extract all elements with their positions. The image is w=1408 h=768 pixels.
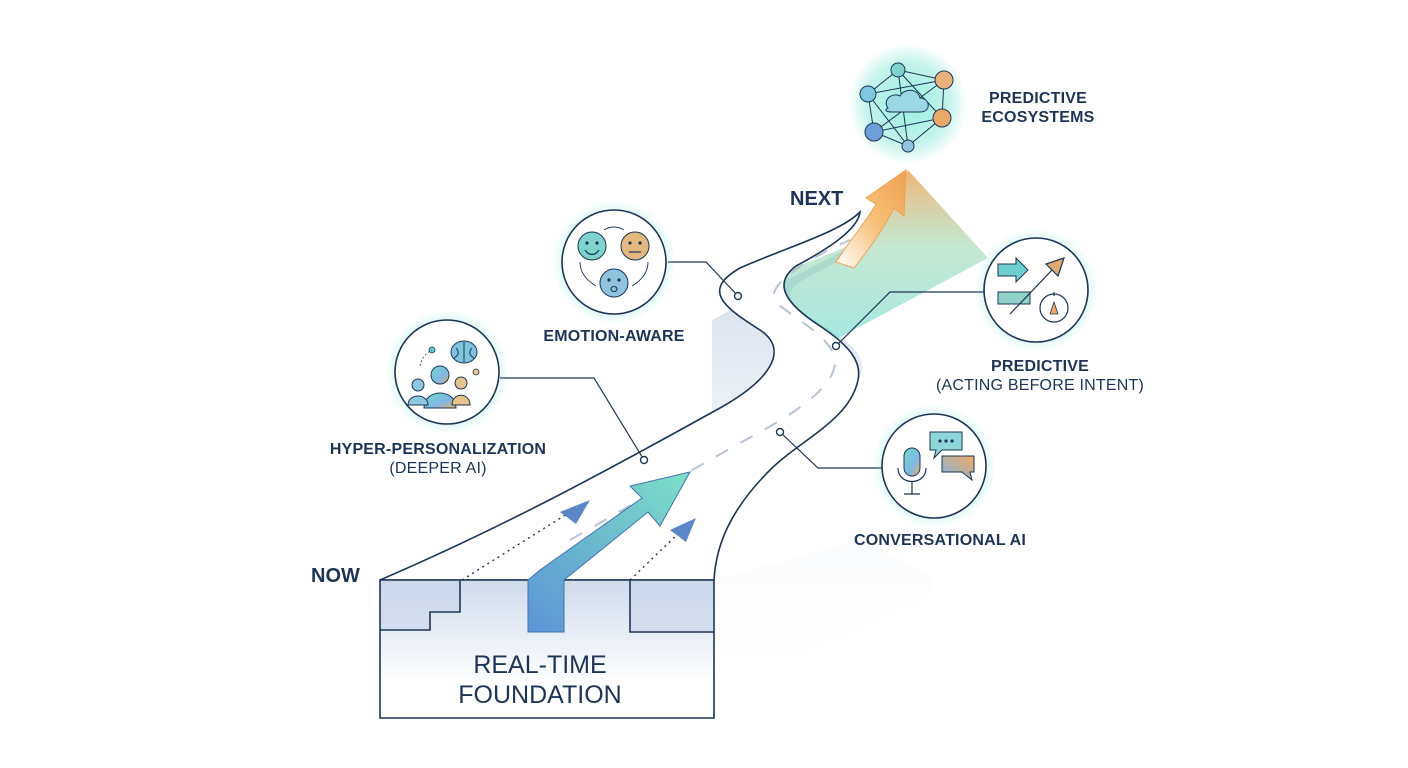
milestone-title: PREDICTIVE: [988, 90, 1087, 107]
connector-lines: [500, 261, 990, 469]
dotted-arrow-left-head: [560, 500, 590, 524]
milestone-emotion-aware: EMOTION-AWARE: [524, 327, 704, 346]
foundation-label-line2: FOUNDATION: [458, 681, 622, 709]
stage-next-label: NEXT: [790, 188, 844, 210]
milestone-title: PREDICTIVE: [990, 358, 1089, 375]
dotted-arrow-right-head: [670, 518, 696, 542]
foundation-step-left: [380, 580, 461, 631]
milestone-subtitle: (DEEPER AI): [389, 460, 487, 477]
next-arrow: [835, 169, 907, 269]
emotion-faces-icon: [552, 200, 676, 324]
network-cloud-icon: [848, 44, 968, 164]
stage-now-label: NOW: [311, 565, 360, 587]
foundation-label-line1: REAL-TIME: [473, 651, 607, 679]
milestone-subtitle: ECOSYSTEMS: [981, 109, 1095, 126]
milestone-title: HYPER-PERSONALIZATION: [329, 441, 547, 458]
milestone-title: CONVERSATIONAL AI: [853, 532, 1026, 549]
foundation-fill-left: [381, 581, 459, 629]
milestone-predictive: PREDICTIVE (ACTING BEFORE INTENT): [920, 357, 1160, 395]
next-fan: [742, 170, 988, 340]
connector-dots: [639, 291, 841, 465]
milestone-title: EMOTION-AWARE: [543, 328, 685, 345]
milestone-predictive-ecosystems: PREDICTIVE ECOSYSTEMS: [968, 89, 1108, 127]
milestone-conversational-ai: CONVERSATIONAL AI: [838, 531, 1042, 550]
road-wall: [712, 234, 934, 700]
foundation-notch-right: [629, 580, 714, 633]
milestone-subtitle: (ACTING BEFORE INTENT): [936, 377, 1144, 394]
arrows-compass-icon: [974, 228, 1098, 352]
microphone-chat-icon: [872, 404, 996, 528]
foundation-label: REAL-TIME FOUNDATION: [430, 650, 650, 710]
foundation-fill-right: [631, 581, 713, 631]
progress-arrow-main: [527, 471, 691, 633]
milestone-hyper-personalization: HYPER-PERSONALIZATION (DEEPER AI): [318, 440, 558, 478]
people-brain-icon: [385, 310, 509, 434]
dotted-arrow-right-line: [629, 529, 683, 581]
road-surface: [379, 209, 862, 581]
